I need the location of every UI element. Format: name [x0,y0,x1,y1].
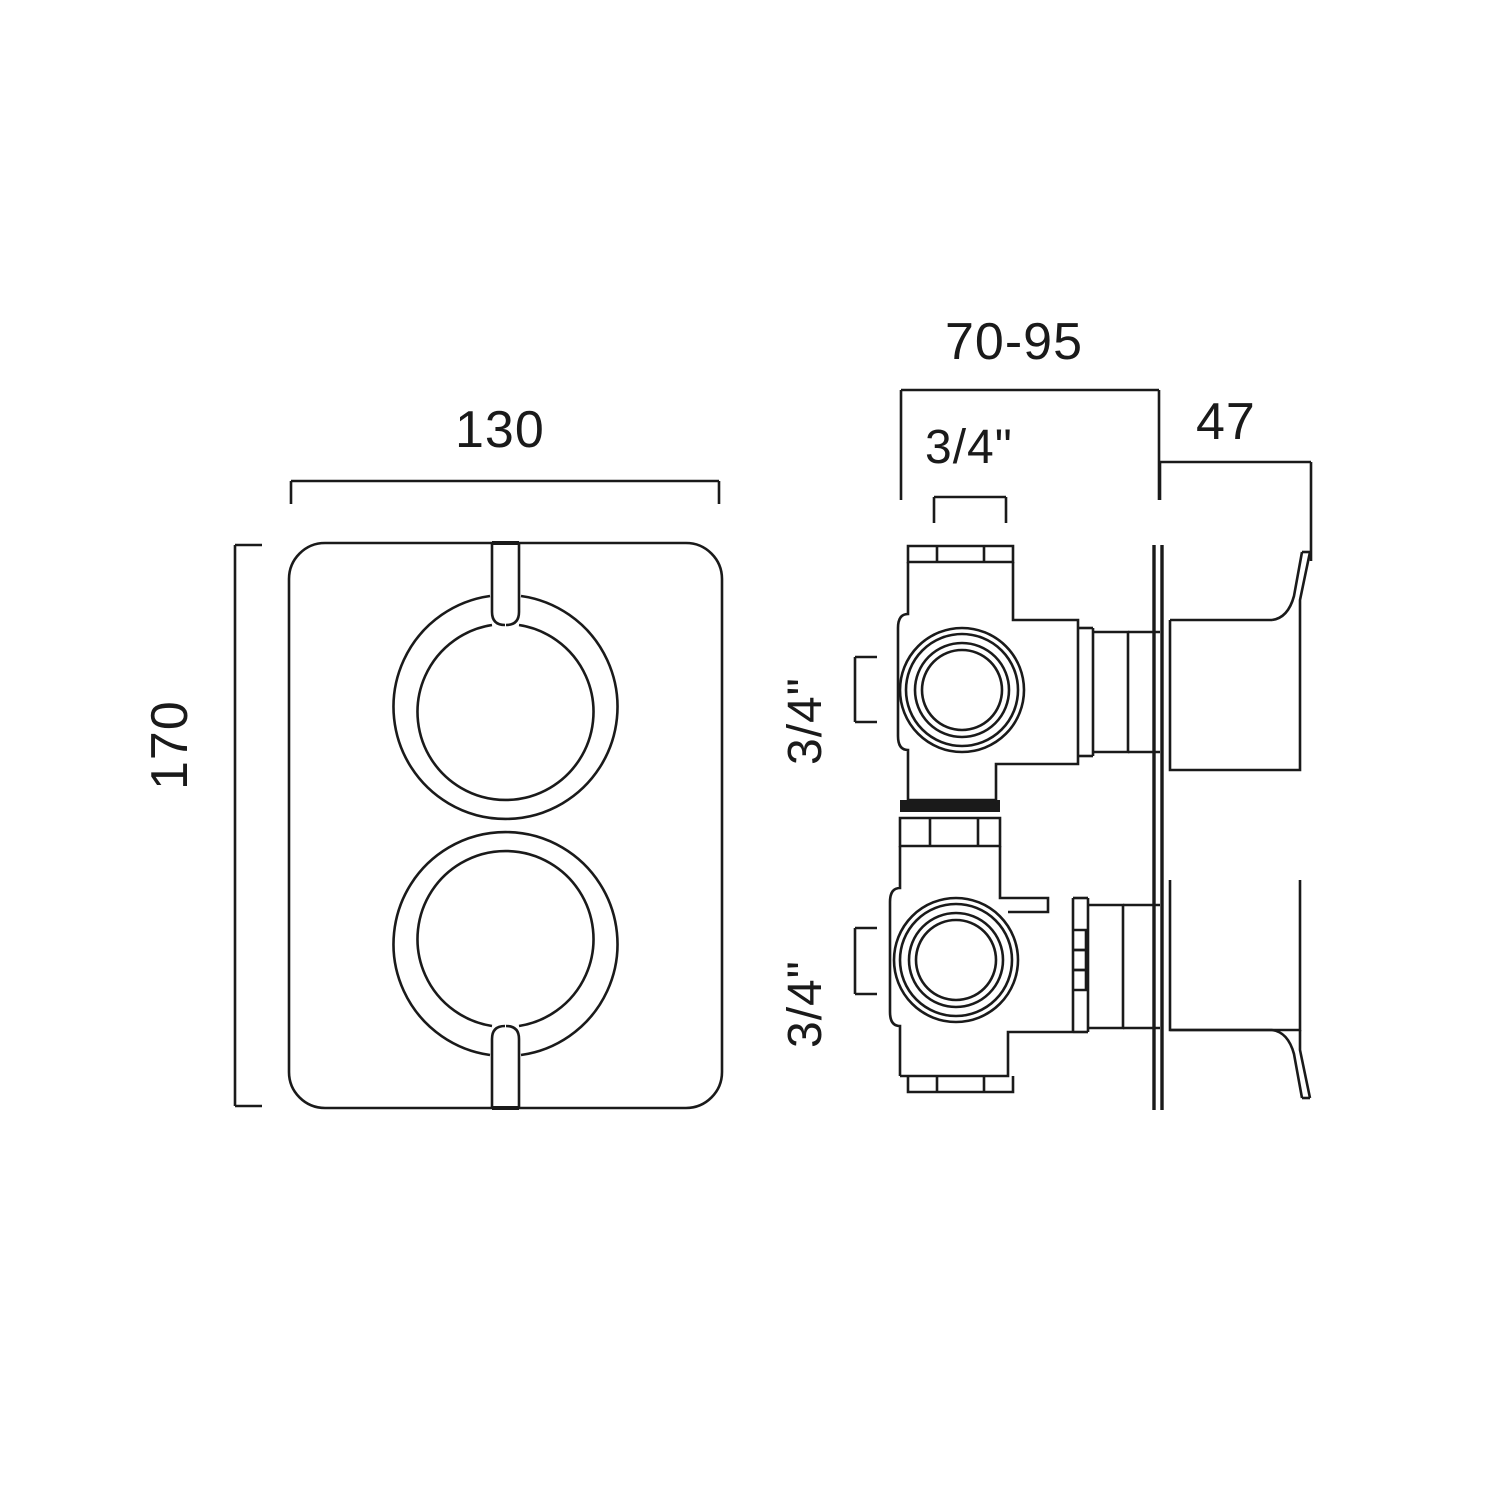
dimension-label-projection-47: 47 [1196,393,1256,451]
front-faceplate [287,541,724,1110]
lower-lever-handle[interactable] [1168,880,1312,1100]
dimension-label-height-170: 170 [141,700,199,790]
lower-valve-body [888,800,1090,1094]
upper-lever-handle[interactable] [1168,550,1312,772]
dimension-label-port-thread-lower: 3/4" [779,960,832,1048]
dimension-label-depth-70-95: 70-95 [945,313,1083,371]
lower-outlet-stub [1088,903,1160,1030]
lower-port-thread-circles [892,896,1020,1024]
dimension-bracket-width-130 [289,479,721,504]
dimension-label-inlet-thread-top: 3/4" [925,421,1013,474]
dimension-bracket-projection-47 [1158,460,1313,561]
dimension-bracket-height-170 [233,543,262,1108]
upper-outlet-stub [1093,630,1160,754]
dimension-label-width-130: 130 [455,401,545,459]
dimension-bracket-port-thread-lower [853,926,877,996]
lower-ring-handle[interactable] [392,830,619,1110]
dimension-bracket-inlet-thread-top [932,495,1008,523]
dimension-label-port-thread-upper: 3/4" [779,677,832,765]
upper-port-thread-circles [898,626,1026,754]
upper-valve-body [896,544,1095,802]
dimension-bracket-port-thread-upper [853,655,877,724]
escutcheon-plate [1152,545,1164,1110]
upper-ring-handle[interactable] [392,541,619,821]
